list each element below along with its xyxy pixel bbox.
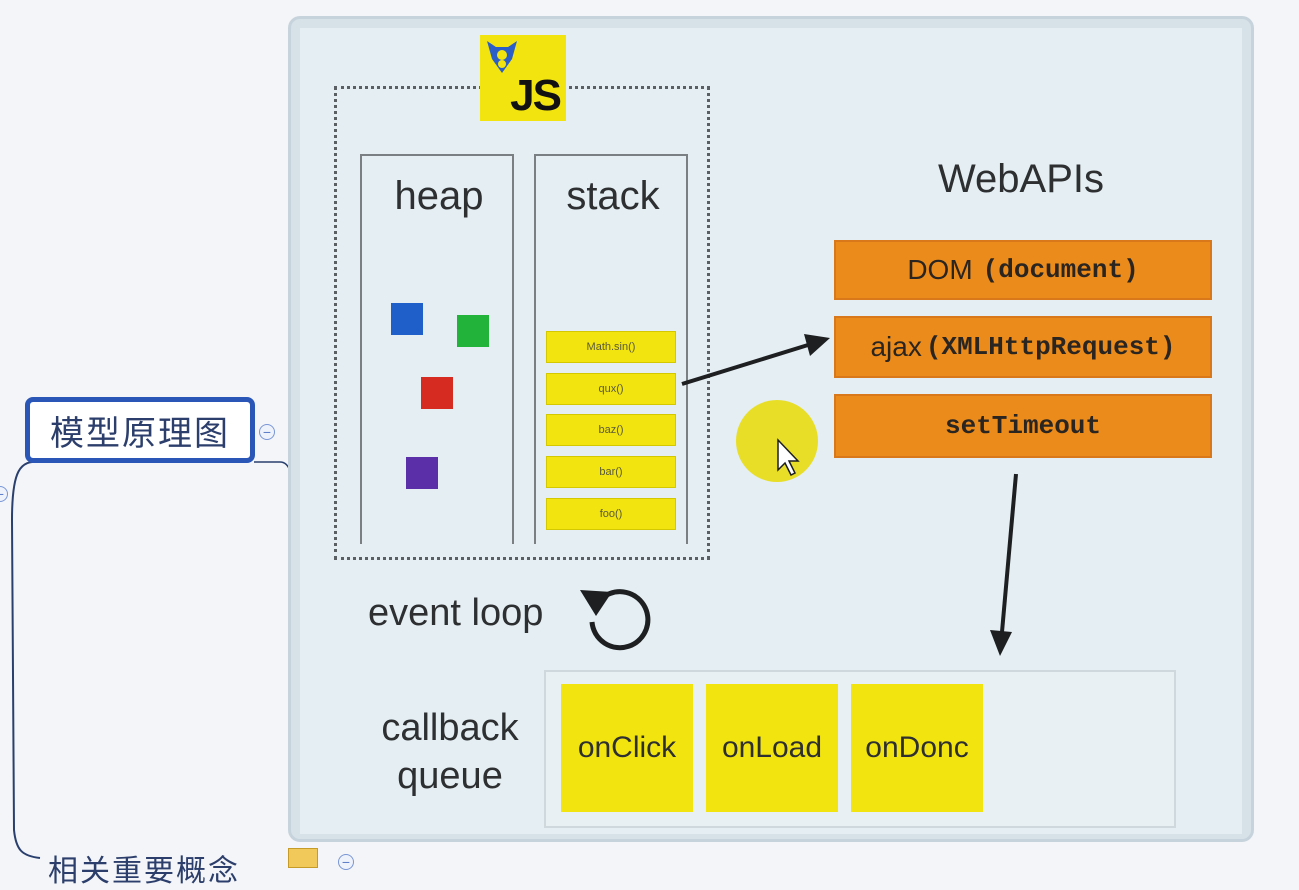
heap-object bbox=[421, 377, 453, 409]
v8-badge-icon bbox=[487, 41, 517, 73]
callback-item: onDonc bbox=[851, 684, 983, 812]
callback-queue-label: callback queue bbox=[372, 704, 528, 800]
api-name: DOM bbox=[907, 254, 973, 285]
js-logo: JS bbox=[480, 35, 566, 121]
stack-frame: Math.sin() bbox=[546, 331, 676, 363]
note-icon[interactable] bbox=[288, 848, 318, 868]
collapse-toggle-icon[interactable]: − bbox=[338, 854, 354, 870]
api-code: setTimeout bbox=[944, 411, 1102, 441]
stack-frame: bar() bbox=[546, 456, 676, 488]
api-code: (document) bbox=[982, 255, 1139, 285]
stack-label: stack bbox=[566, 174, 660, 218]
callback-item: onLoad bbox=[706, 684, 838, 812]
event-loop-icon bbox=[580, 589, 651, 651]
heap-object bbox=[457, 315, 489, 347]
heap-object bbox=[406, 457, 438, 489]
api-code: (XMLHttpRequest) bbox=[925, 332, 1176, 362]
stack-frame: foo() bbox=[546, 498, 676, 530]
api-box-dom: DOM (document) bbox=[834, 240, 1212, 300]
callback-queue-label-line: callback bbox=[381, 707, 519, 749]
api-box-settimeout: setTimeout bbox=[834, 394, 1212, 458]
mindmap-node-label: 模型原理图 bbox=[50, 413, 230, 454]
mindmap-node-related-concepts[interactable]: 相关重要概念 bbox=[48, 854, 240, 889]
callback-queue-label-line: queue bbox=[397, 755, 503, 797]
heap-column: heap bbox=[360, 154, 514, 544]
collapse-toggle-icon[interactable]: − bbox=[259, 424, 275, 440]
connector-line bbox=[11, 519, 41, 859]
stack-column: stack bbox=[534, 154, 688, 544]
stack-frame: qux() bbox=[546, 373, 676, 405]
heap-object bbox=[391, 303, 423, 335]
api-name: ajax bbox=[870, 331, 922, 362]
heap-label: heap bbox=[394, 174, 484, 218]
connector-line bbox=[11, 460, 41, 521]
mindmap-node-model-diagram[interactable]: 模型原理图 bbox=[25, 397, 255, 463]
js-logo-text: JS bbox=[510, 71, 562, 120]
event-loop-label: event loop bbox=[368, 592, 544, 634]
api-box-ajax: ajax (XMLHttpRequest) bbox=[834, 316, 1212, 378]
callback-item: onClick bbox=[561, 684, 693, 812]
stack-frame: baz() bbox=[546, 414, 676, 446]
cursor-highlight bbox=[736, 400, 818, 482]
webapis-title: WebAPIs bbox=[938, 157, 1104, 201]
